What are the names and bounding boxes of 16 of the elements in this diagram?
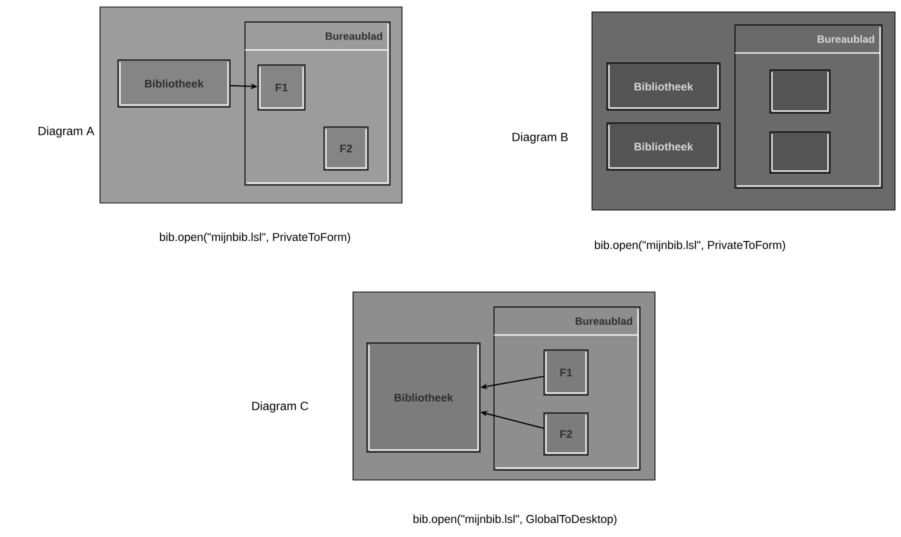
- code-caption: bib.open("mijnbib.lsl", PrivateToForm): [160, 232, 350, 244]
- component-box: Bibliotheek: [606, 122, 720, 170]
- empty-box: [770, 70, 830, 114]
- component-box: F2: [324, 126, 368, 170]
- component-box: F1: [258, 64, 306, 110]
- code-caption: bib.open("mijnbib.lsl", GlobalToDesktop): [414, 514, 616, 526]
- component-box: Bibliotheek: [366, 342, 480, 452]
- component-box: Bibliotheek: [118, 60, 230, 108]
- empty-box: [770, 132, 830, 174]
- component-box: Bibliotheek: [606, 62, 720, 110]
- diagram-label: Diagram C: [252, 401, 308, 413]
- component-box: F1: [544, 350, 588, 396]
- diagram-label: Diagram B: [512, 132, 568, 144]
- diagram-label: Diagram A: [38, 126, 94, 138]
- component-box: F2: [544, 412, 588, 456]
- code-caption: bib.open("mijnbib.lsl", PrivateToForm): [594, 240, 786, 252]
